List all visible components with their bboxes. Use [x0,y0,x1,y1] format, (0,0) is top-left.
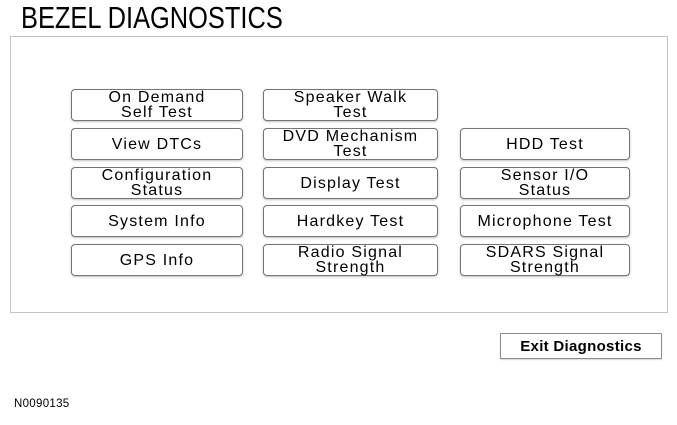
button-view-dtcs[interactable]: View DTCs [71,128,243,160]
button-system-info[interactable]: System Info [71,205,243,237]
button-radio-signal-strength[interactable]: Radio Signal Strength [263,244,438,276]
button-display-test[interactable]: Display Test [263,167,438,199]
button-microphone-test[interactable]: Microphone Test [460,205,630,237]
exit-diagnostics-button[interactable]: Exit Diagnostics [500,333,662,359]
button-on-demand-self-test[interactable]: On Demand Self Test [71,89,243,121]
button-hardkey-test[interactable]: Hardkey Test [263,205,438,237]
button-sensor-io-status[interactable]: Sensor I/O Status [460,167,630,199]
button-hdd-test[interactable]: HDD Test [460,128,630,160]
button-dvd-mechanism-test[interactable]: DVD Mechanism Test [263,128,438,160]
page-title: BEZEL DIAGNOSTICS [21,0,283,35]
button-gps-info[interactable]: GPS Info [71,244,243,276]
button-sdars-signal-strength[interactable]: SDARS Signal Strength [460,244,630,276]
button-configuration-status[interactable]: Configuration Status [71,167,243,199]
diagnostics-panel: On Demand Self Test View DTCs Configurat… [10,36,668,313]
button-speaker-walk-test[interactable]: Speaker Walk Test [263,89,438,121]
figure-code: N0090135 [14,398,70,410]
